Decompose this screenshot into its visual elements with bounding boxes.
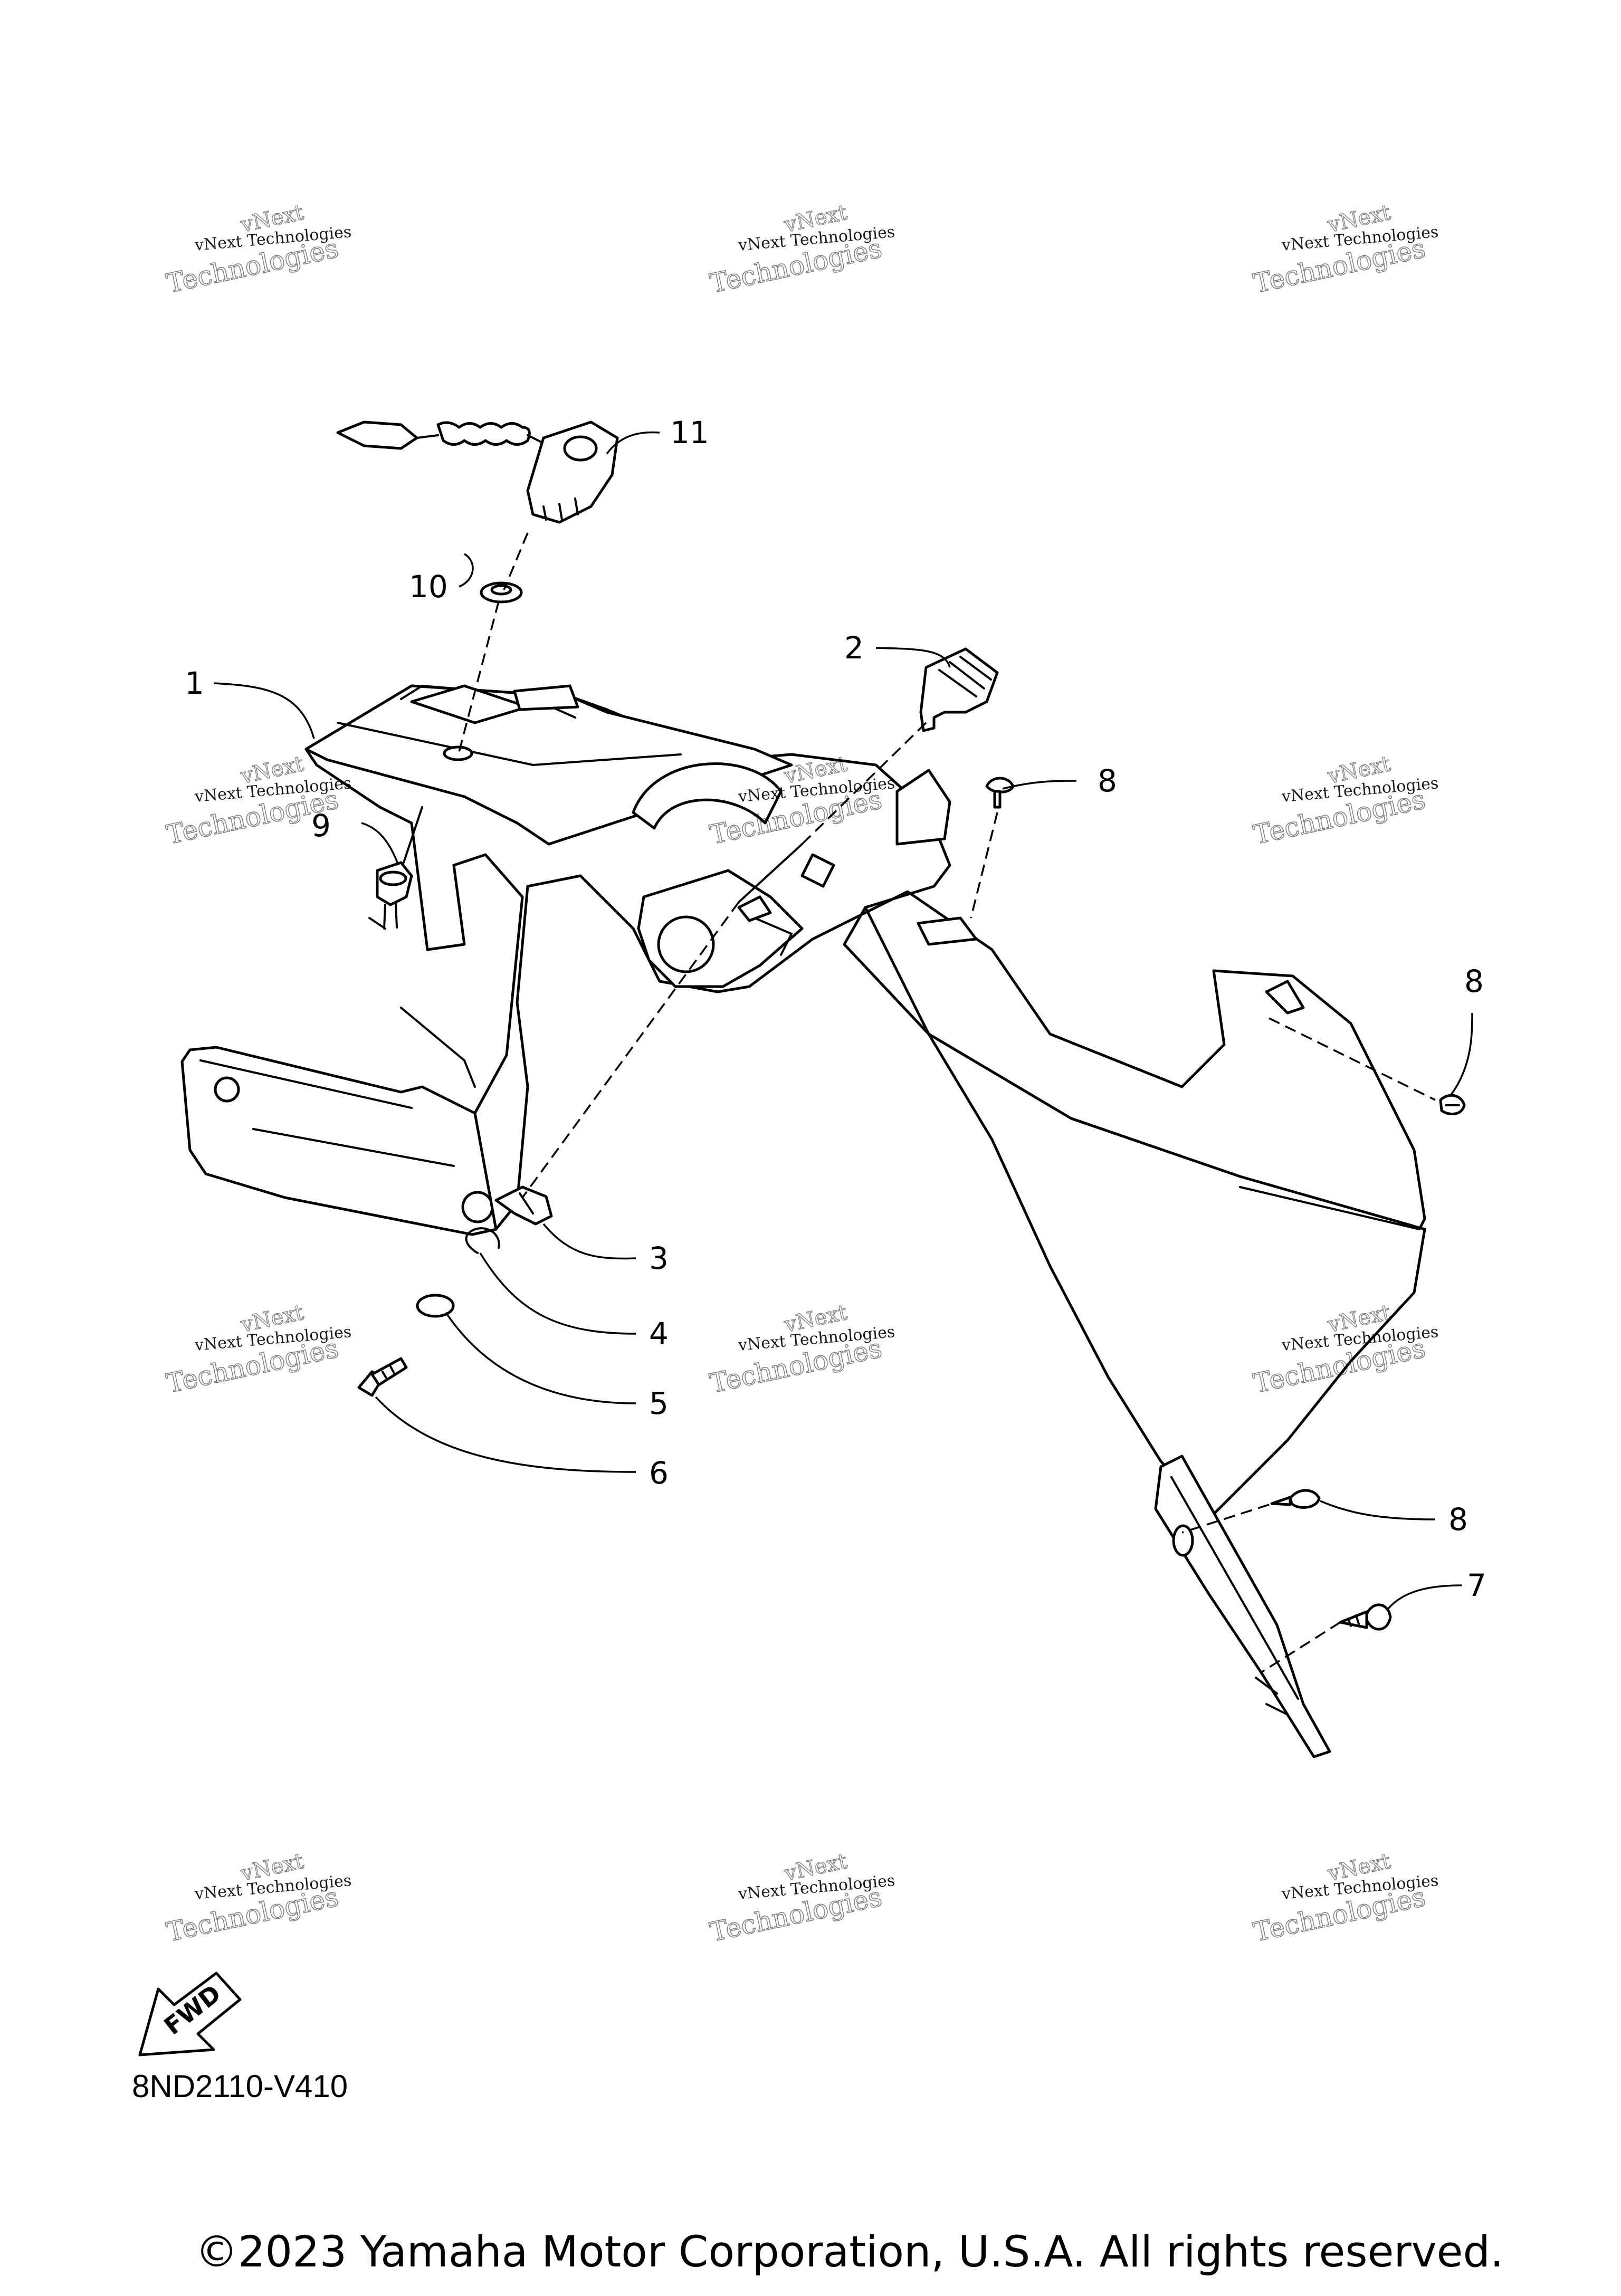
callout-10: 10 <box>409 569 448 605</box>
watermark-r3c1: vNext vNext Technologies Technologies <box>164 1300 352 1399</box>
circlip-part-4 <box>465 1227 500 1254</box>
callout-5: 5 <box>649 1385 669 1421</box>
callout-11: 11 <box>670 415 709 451</box>
diagram-code: 8ND2110-V410 <box>132 2069 348 2104</box>
callout-2: 2 <box>844 630 864 666</box>
cover-panel-part-1 <box>180 684 1426 1758</box>
callout-8-top: 8 <box>1098 763 1117 799</box>
callout-3: 3 <box>649 1240 669 1276</box>
watermark-r4c3: vNext vNext Technologies Technologies <box>1251 1849 1439 1948</box>
emergency-key-part-11 <box>336 420 619 524</box>
callout-7: 7 <box>1467 1567 1486 1603</box>
copyright-notice: ©2023 Yamaha Motor Corporation, U.S.A. A… <box>195 2227 1504 2277</box>
switch-part-9 <box>368 861 413 930</box>
screw-part-8-top <box>985 777 1015 809</box>
watermark-r1c3: vNext vNext Technologies Technologies <box>1251 200 1439 299</box>
callout-8-right: 8 <box>1464 963 1484 999</box>
callout-numbers: 11 10 1 2 8 8 9 3 4 5 6 8 7 <box>185 415 1486 1603</box>
washer-part-5 <box>416 1294 455 1318</box>
screw-part-7 <box>1339 1603 1392 1631</box>
watermark-r4c2: vNext vNext Technologies Technologies <box>707 1849 896 1948</box>
watermark-r1c2: vNext vNext Technologies Technologies <box>707 200 896 299</box>
screw-part-8-right <box>1439 1094 1466 1116</box>
watermark-r1c1: vNext vNext Technologies Technologies <box>164 200 352 299</box>
assembly-lines <box>403 532 1436 1673</box>
screw-part-8-lower <box>1270 1489 1321 1509</box>
fwd-arrow-icon: FWD <box>138 1972 242 2056</box>
cap-part-2 <box>919 647 999 732</box>
callout-8-lower: 8 <box>1448 1501 1468 1537</box>
callout-6: 6 <box>649 1455 669 1491</box>
grommet-part-10 <box>480 581 523 604</box>
leader-lines <box>213 431 1473 1610</box>
watermark-r3c2: vNext vNext Technologies Technologies <box>707 1300 896 1399</box>
callout-4: 4 <box>649 1316 669 1352</box>
bolt-part-6 <box>357 1357 408 1397</box>
watermark-r2c3: vNext vNext Technologies Technologies <box>1251 751 1439 850</box>
callout-9: 9 <box>311 808 331 844</box>
callout-1: 1 <box>185 665 204 701</box>
watermark-r4c1: vNext vNext Technologies Technologies <box>164 1849 352 1948</box>
